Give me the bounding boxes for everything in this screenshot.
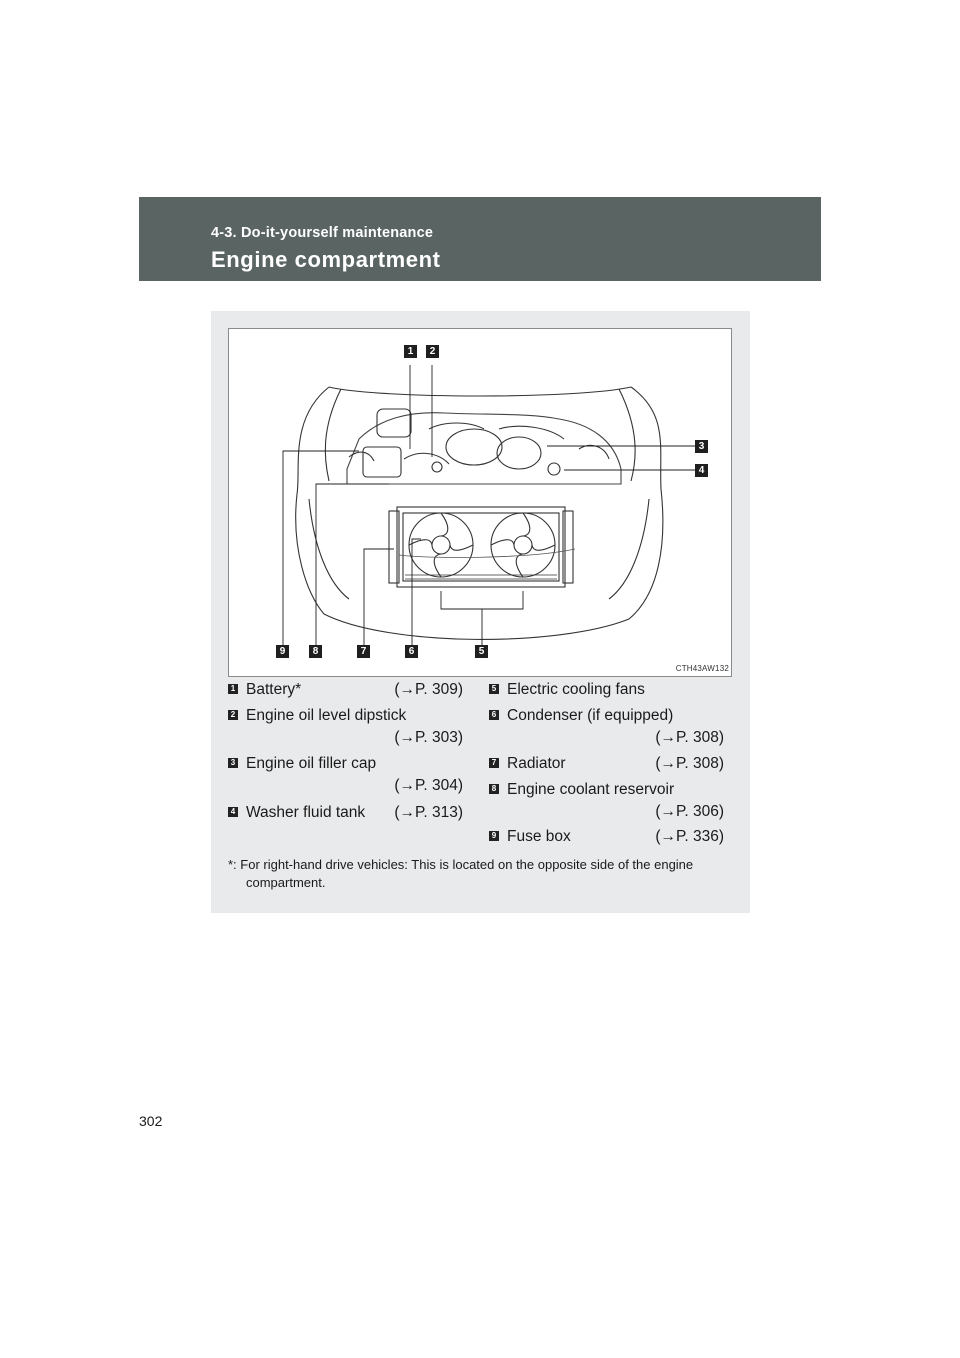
page-number: 302 xyxy=(139,1113,163,1129)
list-item: 6 Condenser (if equipped) (→P. 308) xyxy=(489,705,724,751)
item-label: Fuse box xyxy=(507,828,571,845)
item-number: 5 xyxy=(489,684,499,694)
item-label: Battery* xyxy=(246,681,302,698)
list-item: 9 Fuse box (→P. 336) xyxy=(489,826,724,850)
item-number: 2 xyxy=(228,710,238,720)
content-panel: 1 2 3 4 5 6 7 8 9 CTH43AW132 1 Battery* … xyxy=(211,311,750,913)
item-number: 3 xyxy=(228,758,238,768)
item-number: 4 xyxy=(228,807,238,817)
section-label: 4-3. Do-it-yourself maintenance xyxy=(211,225,434,241)
page-reference: (→P. 308) xyxy=(655,755,724,772)
list-item: 4 Washer fluid tank (→P. 313) xyxy=(228,802,463,826)
page-reference: (→P. 304) xyxy=(394,777,463,794)
item-label: Radiator xyxy=(507,755,566,772)
list-item: 8 Engine coolant reservoir (→P. 306) xyxy=(489,779,724,825)
callout-6: 6 xyxy=(405,645,418,658)
figure-code: CTH43AW132 xyxy=(675,664,729,673)
chapter-header: 4-3. Do-it-yourself maintenance Engine c… xyxy=(139,197,821,281)
page-reference: (→P. 336) xyxy=(655,828,724,845)
callout-4: 4 xyxy=(695,464,708,477)
item-label: Engine oil level dipstick xyxy=(246,707,407,724)
list-item: 1 Battery* (→P. 309) xyxy=(228,679,463,703)
page-title: Engine compartment xyxy=(211,247,441,272)
item-label: Engine oil filler cap xyxy=(246,755,377,772)
callout-9: 9 xyxy=(276,645,289,658)
item-label: Electric cooling fans xyxy=(507,681,645,698)
callout-2: 2 xyxy=(426,345,439,358)
list-item: 2 Engine oil level dipstick (→P. 303) xyxy=(228,705,463,751)
callout-7: 7 xyxy=(357,645,370,658)
list-item: 3 Engine oil filler cap (→P. 304) xyxy=(228,753,463,799)
page-reference: (→P. 306) xyxy=(655,803,724,820)
item-number: 9 xyxy=(489,831,499,841)
page-reference: (→P. 313) xyxy=(394,804,463,821)
engine-compartment-illustration: 1 2 3 4 5 6 7 8 9 CTH43AW132 xyxy=(228,328,732,677)
item-number: 1 xyxy=(228,684,238,694)
callout-1: 1 xyxy=(404,345,417,358)
engine-drawing xyxy=(282,365,695,651)
item-label: Condenser (if equipped) xyxy=(507,707,674,724)
footnote: *: For right-hand drive vehicles: This i… xyxy=(228,857,694,890)
item-number: 6 xyxy=(489,710,499,720)
callout-5: 5 xyxy=(475,645,488,658)
list-item: 5 Electric cooling fans xyxy=(489,679,724,703)
item-label: Engine coolant reservoir xyxy=(507,781,675,798)
page-reference: (→P. 303) xyxy=(394,729,463,746)
callout-3: 3 xyxy=(695,440,708,453)
page-reference: (→P. 309) xyxy=(394,681,463,698)
list-item: 7 Radiator (→P. 308) xyxy=(489,753,724,777)
item-label: Washer fluid tank xyxy=(246,804,366,821)
callout-8: 8 xyxy=(309,645,322,658)
item-number: 7 xyxy=(489,758,499,768)
page-reference: (→P. 308) xyxy=(655,729,724,746)
item-number: 8 xyxy=(489,784,499,794)
